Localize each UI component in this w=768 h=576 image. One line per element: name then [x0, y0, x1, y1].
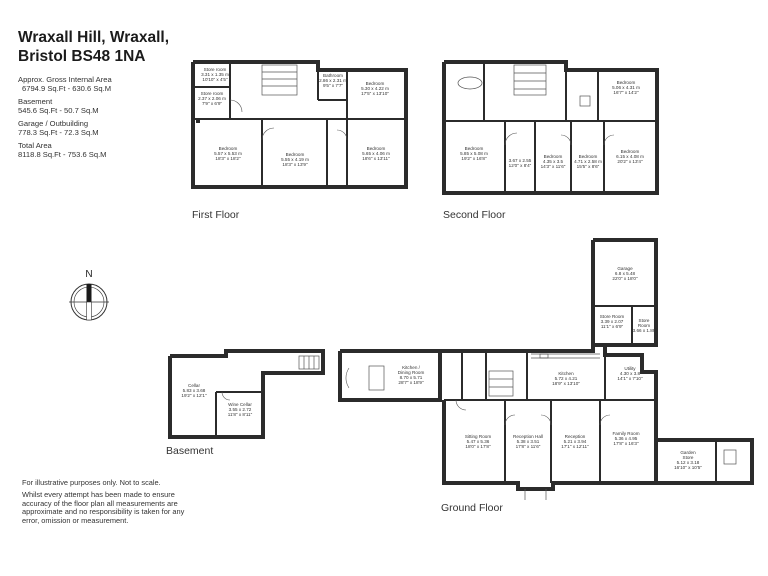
address-line-2: Bristol BS48 1NA — [18, 48, 146, 65]
gross-area-label: Approx. Gross Internal Area — [18, 75, 112, 84]
first-floor-plan — [191, 60, 408, 189]
ground-floor-label: Ground Floor — [441, 502, 503, 514]
garage-area-value: 778.3 Sq.Ft - 72.3 Sq.M — [18, 128, 99, 137]
garage-area-label: Garage / Outbuilding — [18, 119, 89, 128]
basement-plan — [168, 349, 325, 439]
compass: N — [69, 269, 109, 321]
address-line-1: Wraxall Hill, Wraxall, — [18, 29, 170, 46]
disclaimer-line-2: Whilst every attempt has been made to en… — [22, 489, 185, 526]
basement-area-block: Basement 545.6 Sq.Ft - 50.7 Sq.M — [18, 97, 99, 115]
disclaimer-line-1: For illustrative purposes only. Not to s… — [22, 478, 161, 487]
garage-area-block: Garage / Outbuilding 778.3 Sq.Ft - 72.3 … — [18, 119, 99, 137]
second-floor-label: Second Floor — [443, 209, 506, 221]
disclaimer: For illustrative purposes only. Not to s… — [22, 478, 202, 529]
property-address: Wraxall Hill, Wraxall, Bristol BS48 1NA — [18, 28, 218, 66]
total-area-label: Total Area — [18, 141, 52, 150]
gross-area-block: Approx. Gross Internal Area 6794.9 Sq.Ft… — [18, 75, 112, 93]
total-area-value: 8118.8 Sq.Ft - 753.6 Sq.M — [18, 150, 107, 159]
second-floor-plan — [442, 60, 659, 195]
first-floor-label: First Floor — [192, 209, 240, 221]
basement-area-value: 545.6 Sq.Ft - 50.7 Sq.M — [18, 106, 99, 115]
basement-label: Basement — [166, 445, 214, 457]
gross-area-value: 6794.9 Sq.Ft - 630.6 Sq.M — [22, 84, 112, 93]
total-area-block: Total Area 8118.8 Sq.Ft - 753.6 Sq.M — [18, 141, 107, 159]
basement-area-label: Basement — [18, 97, 53, 106]
ground-floor-plan — [338, 238, 754, 500]
compass-north-label: N — [85, 269, 92, 280]
